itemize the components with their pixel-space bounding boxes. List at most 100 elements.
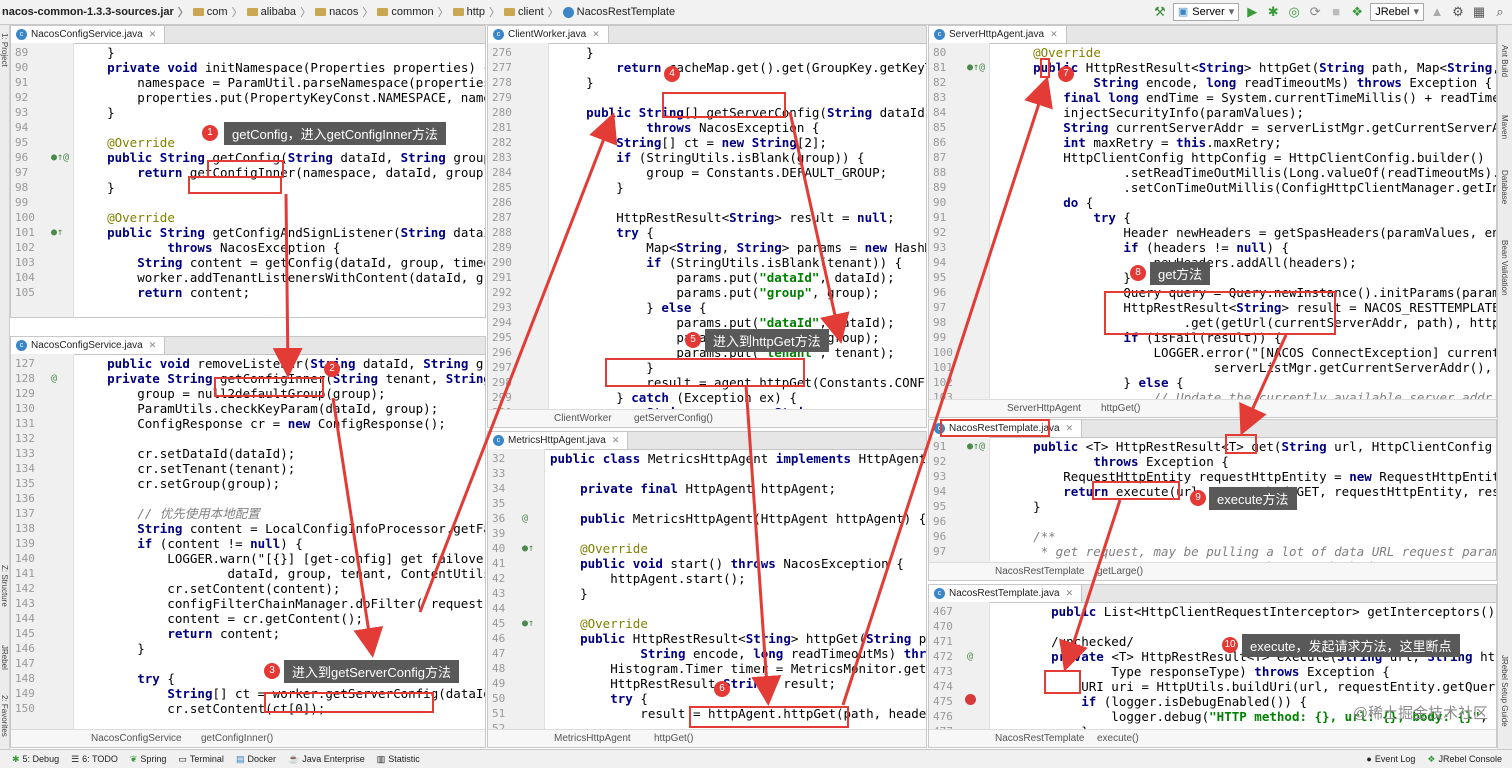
breadcrumb-jar[interactable]: nacos-common-1.3.3-sources.jar〉 [2,6,189,19]
crumb-method[interactable]: httpGet() [654,733,694,744]
debug-icon[interactable]: ✱ [1267,4,1279,19]
breadcrumb-package[interactable]: nacos〉 [315,4,373,20]
code-area[interactable]: } private void initNamespace(Properties … [77,43,485,317]
crumb-class[interactable]: ClientWorker [554,413,612,424]
line-number: 92 [933,226,947,239]
code-area[interactable]: public class MetricsHttpAgent implements… [550,449,926,730]
project-tool-tab[interactable]: 1: Project [0,33,9,67]
close-icon[interactable]: ✕ [611,435,620,445]
crumb-method[interactable]: getServerConfig() [634,413,713,424]
coverage-icon[interactable]: ◎ [1288,4,1300,19]
right-tool-strip: Ant Build Maven Database Bean Validation… [1497,25,1512,749]
statistic-tool-button[interactable]: ▥Statistic [376,753,420,765]
breadcrumb-package[interactable]: com〉 [192,4,243,20]
line-number: 474 [933,680,953,693]
jrebel-setup-guide-tool-tab[interactable]: JRebel Setup Guide [1500,655,1509,727]
search-icon[interactable]: ⌕ [1496,4,1504,19]
debug-tool-button[interactable]: ✱5: Debug [12,753,60,765]
code-area[interactable]: public void removeListener(String dataId… [77,354,485,730]
crumb-class[interactable]: NacosConfigService [91,733,182,744]
event-log-tool-button[interactable]: ●Event Log [1366,754,1416,764]
tool-label: JRebel Console [1438,754,1502,764]
arrow-6 [841,76,1053,706]
spring-tool-button[interactable]: ❦Spring [129,753,167,765]
jrebel-tool-tab[interactable]: JRebel [0,645,9,670]
profile-icon[interactable]: ⟳ [1309,4,1321,19]
gutter-override-icon[interactable]: ●↑@ [51,152,70,163]
jrebel-console-tool-button[interactable]: ❖JRebel Console [1427,753,1502,765]
folder-icon [503,8,515,16]
close-icon[interactable]: ✕ [592,29,600,39]
hammer-build-icon[interactable]: ⚒ [1154,4,1166,19]
code-area[interactable]: public <T> HttpRestResult<T> get(String … [1003,437,1496,574]
crumb-method[interactable]: getConfigInner() [201,733,274,744]
maven-tool-tab[interactable]: Maven [1500,115,1509,140]
close-icon[interactable]: ✕ [148,340,157,350]
code-area[interactable]: @Override public HttpRestResult<String> … [1003,43,1497,405]
breadcrumb-class[interactable]: NacosRestTemplate [562,6,675,18]
breadcrumb-package[interactable]: client〉 [503,4,559,20]
code-line: } [556,75,594,90]
database-tool-tab[interactable]: Database [1500,170,1509,205]
line-number: 91 [933,211,947,224]
code-line: .setConTimeOutMillis(ConfigHttpClientMan… [1003,180,1497,195]
breadcrumb-label: common [391,6,434,18]
java-enterprise-tool-button[interactable]: ☕Java Enterprise [287,753,365,765]
jrebel-select[interactable]: JRebel▾ [1370,3,1424,21]
gutter-override-icon[interactable]: ●↑@ [967,441,986,452]
code-area[interactable]: public List<HttpClientRequestInterceptor… [1021,602,1496,739]
tab-label: ServerHttpAgent.java [949,29,1045,40]
crumb-method[interactable]: execute() [1097,733,1139,744]
crumb-class[interactable]: NacosRestTemplate [995,566,1085,577]
close-icon[interactable]: ✕ [1065,423,1074,433]
favorites-tool-tab[interactable]: 2: Favorites [0,695,9,737]
line-number: 40 [492,542,506,555]
breadcrumb-package[interactable]: alibaba〉 [246,4,311,20]
project-structure-icon[interactable]: ▦ [1472,4,1486,19]
crumb-class[interactable]: ServerHttpAgent [1007,403,1081,414]
line-number: 295 [492,331,512,344]
close-icon[interactable]: ✕ [1065,588,1074,598]
code-line: return content; [167,626,281,641]
run-icon[interactable]: ▶ [1247,4,1258,19]
stop-icon[interactable]: ■ [1332,4,1341,19]
gutter-override-icon[interactable]: @ [967,651,974,662]
step-note: execute方法 [1209,487,1297,510]
bean-validation-tool-tab[interactable]: Bean Validation [1500,240,1509,296]
crumb-class[interactable]: MetricsHttpAgent [554,733,631,744]
line-number: 475 [933,695,953,708]
docker-tool-button[interactable]: ▤Docker [235,753,276,765]
close-icon[interactable]: ✕ [148,29,157,39]
breakpoint-icon[interactable] [965,694,976,705]
crumb-method[interactable]: httpGet() [1101,403,1141,414]
structure-tool-tab[interactable]: Z: Structure [0,565,9,607]
gutter-override-icon[interactable]: ●↑ [522,543,535,554]
line-number: 136 [15,492,35,505]
breadcrumb-package[interactable]: http〉 [452,4,500,20]
ant-build-tool-tab[interactable]: Ant Build [1500,45,1509,78]
jrebel-update-icon[interactable]: ▲ [1430,4,1444,19]
crumb-method[interactable]: getLarge() [1097,566,1144,577]
gutter-override-icon[interactable]: @ [51,373,58,384]
settings-icon[interactable]: ⚙ [1452,4,1464,19]
todo-tool-button[interactable]: ☰6: TODO [71,753,118,765]
jrebel-run-icon[interactable]: ❖ [1351,4,1364,19]
gutter-override-icon[interactable]: ●↑ [51,227,64,238]
gutter-override-icon[interactable]: @ [522,513,529,524]
terminal-tool-button[interactable]: ▭Terminal [178,753,224,765]
close-icon[interactable]: ✕ [1050,29,1058,39]
gutter-override-icon[interactable]: ●↑ [522,618,535,629]
line-number: 280 [492,106,512,119]
crumb-class[interactable]: NacosRestTemplate [995,733,1085,744]
gutter-override-icon[interactable]: ●↑@ [967,62,986,73]
run-configuration-select[interactable]: ▣Server▾ [1172,3,1240,21]
breadcrumb-package[interactable]: common〉 [377,4,449,20]
